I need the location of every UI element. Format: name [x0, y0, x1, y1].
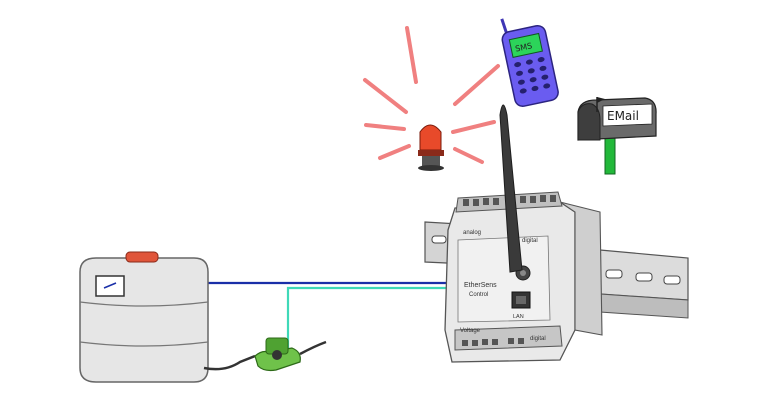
antenna-icon — [499, 104, 523, 273]
device-top-right-label: digital — [522, 238, 538, 244]
pump-control-line — [286, 286, 455, 350]
device-brand-sub-label: Control — [469, 292, 488, 298]
warning-light-icon — [363, 26, 500, 171]
mailbox-icon: EMail — [577, 97, 657, 175]
ethersens-device: analog digital EtherSens Control LAN Vol… — [444, 191, 603, 363]
water-tank-icon — [79, 251, 256, 383]
mobile-phone-icon: SMS — [500, 18, 559, 107]
device-bottom-left-label: Voltage — [460, 328, 481, 334]
mailbox-label: EMail — [607, 109, 639, 123]
phone-screen-label: SMS — [514, 41, 533, 53]
device-bottom-right-label: digital — [530, 336, 546, 342]
device-port-label: LAN — [513, 314, 524, 320]
device-top-left-label: analog — [463, 230, 481, 236]
device-brand-label: EtherSens — [464, 282, 497, 289]
pump-icon — [254, 337, 327, 372]
